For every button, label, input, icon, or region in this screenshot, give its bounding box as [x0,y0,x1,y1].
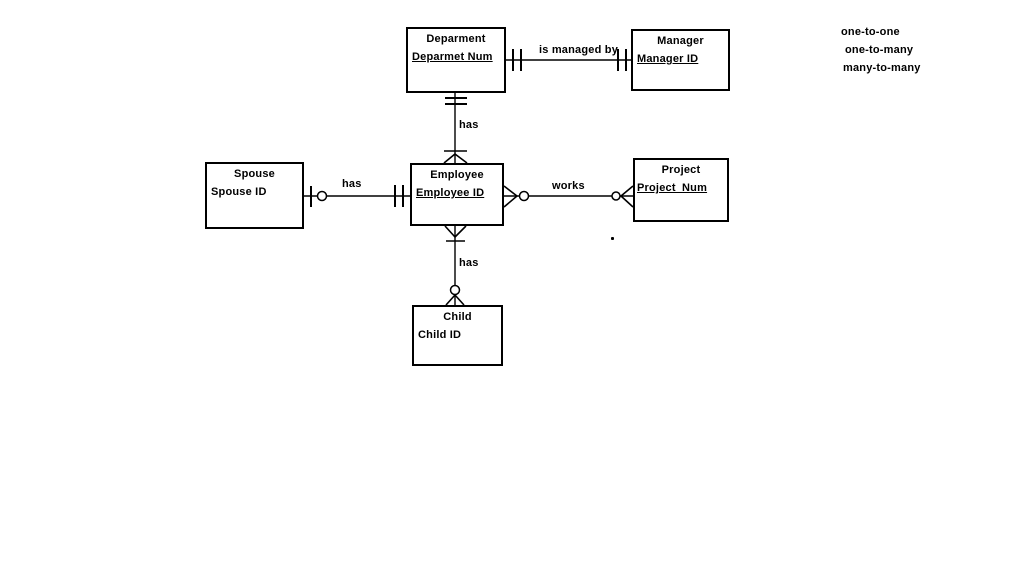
relationship-label-has-employee-child: has [459,257,479,269]
relationship-department-manager [506,49,631,71]
entity-title: Deparment [426,33,486,45]
crow-foot-symbol [503,185,518,208]
entity-spouse: Spouse Spouse ID [205,162,304,229]
optional-circle-symbol [611,191,621,201]
crow-foot-symbol [443,153,468,164]
entity-title: Employee [430,169,484,181]
entity-title: Spouse [234,168,275,180]
relationship-spouse-employee [304,185,410,207]
entity-title: Project [661,164,701,176]
relationship-label-has-department-employee: has [459,119,479,131]
crow-foot-symbol [444,225,467,238]
optional-circle-symbol [449,284,461,296]
entity-title: Manager [657,35,704,47]
entity-child: Child Child ID [412,305,503,366]
entity-attribute: Manager ID [637,53,699,65]
entity-project: Project Project_Num [633,158,729,222]
crow-foot-symbol [620,185,634,208]
entity-attribute: Deparmet Num [412,51,493,63]
crow-foot-symbol [445,294,465,306]
stray-dot [611,237,614,240]
relationship-label-works: works [552,180,585,192]
entity-manager: Manager Manager ID [631,29,730,91]
entity-attribute: Project_Num [637,182,708,194]
entity-attribute: Child ID [418,329,462,341]
relationship-employee-child [444,225,467,306]
entity-title: Child [443,311,472,323]
relationship-label-is-managed-by: is managed by [539,44,619,56]
entity-attribute: Spouse ID [211,186,267,198]
relationship-employee-project [503,185,634,208]
entity-department: Deparment Deparmet Num [406,27,506,93]
relationship-department-employee [443,93,468,164]
relationship-label-has-spouse-employee: has [342,178,362,190]
legend-item-one-to-one: one-to-one [841,26,900,38]
legend-item-many-to-many: many-to-many [843,62,921,74]
optional-circle-symbol [316,190,328,202]
entity-employee: Employee Employee ID [410,163,504,226]
legend-item-one-to-many: one-to-many [845,44,914,56]
entity-attribute: Employee ID [416,187,485,199]
optional-circle-symbol [518,190,530,202]
